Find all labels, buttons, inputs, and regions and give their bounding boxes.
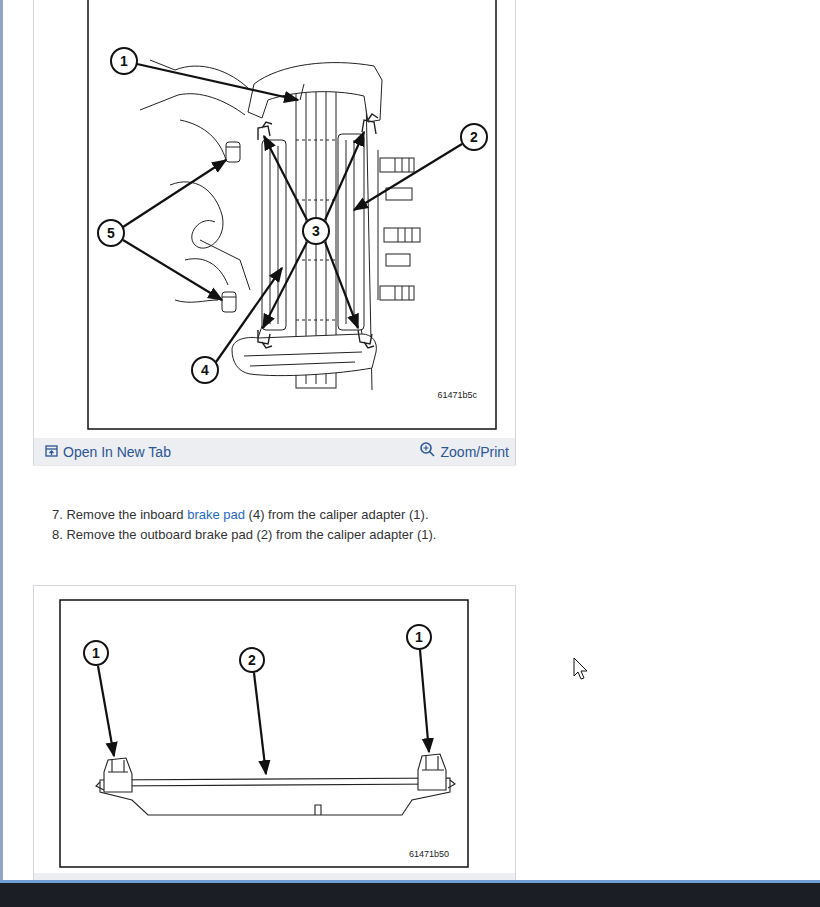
callout-number: 2 xyxy=(470,129,478,145)
open-tab-link: Open In New Tab xyxy=(63,444,171,460)
callout-number: 2 xyxy=(248,652,256,668)
callout-number: 5 xyxy=(107,225,115,241)
callout-number: 3 xyxy=(312,223,320,239)
callout-circles xyxy=(98,48,487,383)
new-tab-icon xyxy=(46,446,57,456)
procedure-step: (4) from the caliper adapter (1). xyxy=(249,507,429,522)
zoom-print-link: Zoom/Print xyxy=(441,444,509,460)
figure-code: 61471b5c xyxy=(437,390,477,400)
figure-code: 61471b50 xyxy=(409,849,449,859)
figure-panel xyxy=(34,586,516,886)
procedure-line: 7. Remove the inboardbrake pad (4) from t… xyxy=(52,508,432,523)
panel-footer xyxy=(34,438,515,465)
zoom-icon xyxy=(421,443,434,456)
taskbar-edge xyxy=(0,880,820,883)
brake-pad-illustration xyxy=(96,754,455,815)
figure-frame xyxy=(88,0,496,429)
figure-frame xyxy=(60,600,468,867)
procedure-link: brake pad xyxy=(187,507,245,522)
procedure-step: 7. Remove the inboard xyxy=(52,507,184,522)
figure-panel xyxy=(34,0,516,465)
callout-number: 1 xyxy=(415,629,423,645)
taskbar xyxy=(0,880,820,907)
window-edge xyxy=(0,0,3,880)
leader-lines xyxy=(123,64,462,362)
procedure-step: 8. Remove the outboard brake pad (2) fro… xyxy=(52,528,436,543)
mouse-cursor xyxy=(574,658,587,679)
caliper-illustration xyxy=(140,60,420,390)
leader-lines xyxy=(98,650,429,774)
callout-circles xyxy=(84,625,431,672)
callout-number: 1 xyxy=(120,53,128,69)
callout-number: 4 xyxy=(201,362,209,378)
callout-number: 1 xyxy=(92,645,100,661)
